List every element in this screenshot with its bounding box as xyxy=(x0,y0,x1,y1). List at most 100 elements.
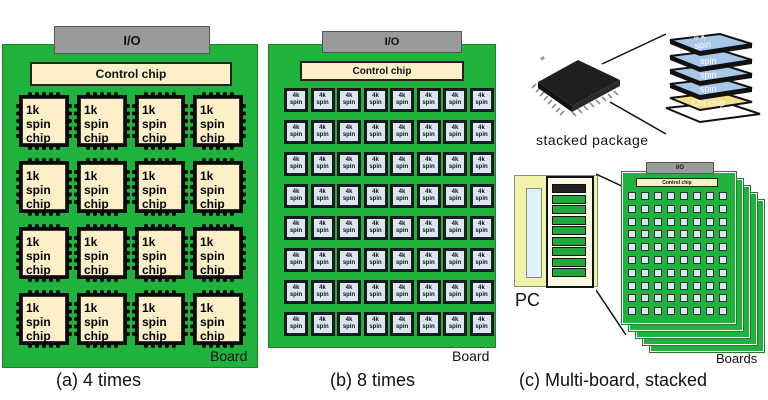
chip-label-line2: spin xyxy=(422,324,435,330)
mini-spin-chip xyxy=(719,307,727,316)
chip-label-line1: 4k xyxy=(319,221,326,227)
chip-label-line1: 4k xyxy=(319,93,326,99)
chip-label-line1: 4k xyxy=(425,157,432,163)
chip-label-line2: spin xyxy=(289,324,303,330)
chip-label-line1: 4k xyxy=(425,317,432,323)
mini-spin-chip xyxy=(680,230,688,239)
mini-spin-chip xyxy=(680,281,688,290)
chip-label-line2: spin xyxy=(316,228,329,234)
mini-spin-chip xyxy=(706,204,714,213)
chip-label-line2: spin xyxy=(448,228,462,234)
chip-label-line1: 4k xyxy=(292,157,300,163)
mini-spin-chip xyxy=(706,307,714,316)
mini-spin-chip xyxy=(628,192,636,200)
chip-label-line1: 4k xyxy=(372,285,379,291)
chip-label-line2: spin xyxy=(422,100,435,106)
chip-label-line1: 4k xyxy=(319,253,326,259)
chip-label-line2: spin xyxy=(289,292,303,298)
stack-layer-4-label: spin xyxy=(700,84,717,94)
mini-spin-chip xyxy=(628,230,636,239)
chip-label-line1: 4k xyxy=(398,157,406,163)
chip-label-line1: 4k xyxy=(451,317,459,323)
chip-label-line1: 4k xyxy=(398,221,406,227)
chip-label-line1: 4k xyxy=(398,189,406,195)
mini-spin-chip xyxy=(641,204,649,213)
callout-lines xyxy=(601,33,667,135)
pc-expansion-slot xyxy=(552,247,586,256)
chip-label-line1: 4k xyxy=(292,189,300,195)
mini-spin-chip xyxy=(706,192,714,200)
chip-label-line2: spin xyxy=(448,196,462,202)
chip-label-line1: 4k xyxy=(292,253,300,259)
chip-label-line2: spin xyxy=(475,228,488,234)
chip-label-line1: 4k xyxy=(372,253,379,259)
chip-label-line2: spin xyxy=(448,292,462,298)
chip-label-line1: 1k spin xyxy=(200,103,225,131)
mini-spin-chip xyxy=(628,243,636,252)
mini-spin-chip xyxy=(654,268,662,277)
chip-label-line2: spin xyxy=(342,100,356,106)
chip-label-line2: spin xyxy=(316,132,329,138)
chip-label-line1: 4k xyxy=(319,189,326,195)
caption-a: (a) 4 times xyxy=(56,370,142,390)
mini-spin-chip xyxy=(667,256,675,264)
mini-spin-chip xyxy=(719,204,727,213)
io-a: I/O xyxy=(54,26,210,54)
chip-label-line1: 4k xyxy=(478,221,485,227)
chip-label-line2: spin xyxy=(342,324,356,330)
pc-expansion-slot xyxy=(552,205,586,214)
mini-spin-chip xyxy=(641,268,649,277)
mini-spin-chip xyxy=(654,230,662,239)
chip-label-line1: 4k xyxy=(319,285,326,291)
chip-label-line2: spin xyxy=(422,228,435,234)
mini-spin-chip xyxy=(641,256,649,264)
chip-label-line2: spin xyxy=(395,260,409,266)
mini-spin-chip xyxy=(693,243,701,252)
mini-spin-chip xyxy=(693,256,701,264)
chip-label-line1: 4k xyxy=(478,285,485,291)
mini-spin-chip xyxy=(680,294,688,303)
mini-spin-chip xyxy=(667,230,675,239)
chip-label-line2: spin xyxy=(395,132,409,138)
chip-label-line2: spin xyxy=(422,292,435,298)
chip-label-line1: 4k xyxy=(398,253,406,259)
mini-spin-chip xyxy=(628,268,636,277)
chip-label-line2: chip xyxy=(26,197,51,211)
chip-label-line1: 4k xyxy=(319,125,326,131)
chip-label-line1: 4k xyxy=(372,221,379,227)
pc-expansion-slot xyxy=(552,257,586,267)
chip-label-line2: spin xyxy=(316,164,329,170)
mini-spin-chip xyxy=(719,268,727,277)
mini-spin-chip xyxy=(654,204,662,213)
chip-label-line2: spin xyxy=(316,324,329,330)
chip-label-line1: 4k xyxy=(372,125,379,131)
chip-label-line2: spin xyxy=(395,100,409,106)
control-chip-a: Control chip xyxy=(30,62,232,86)
chip-label-line2: spin xyxy=(369,196,382,202)
